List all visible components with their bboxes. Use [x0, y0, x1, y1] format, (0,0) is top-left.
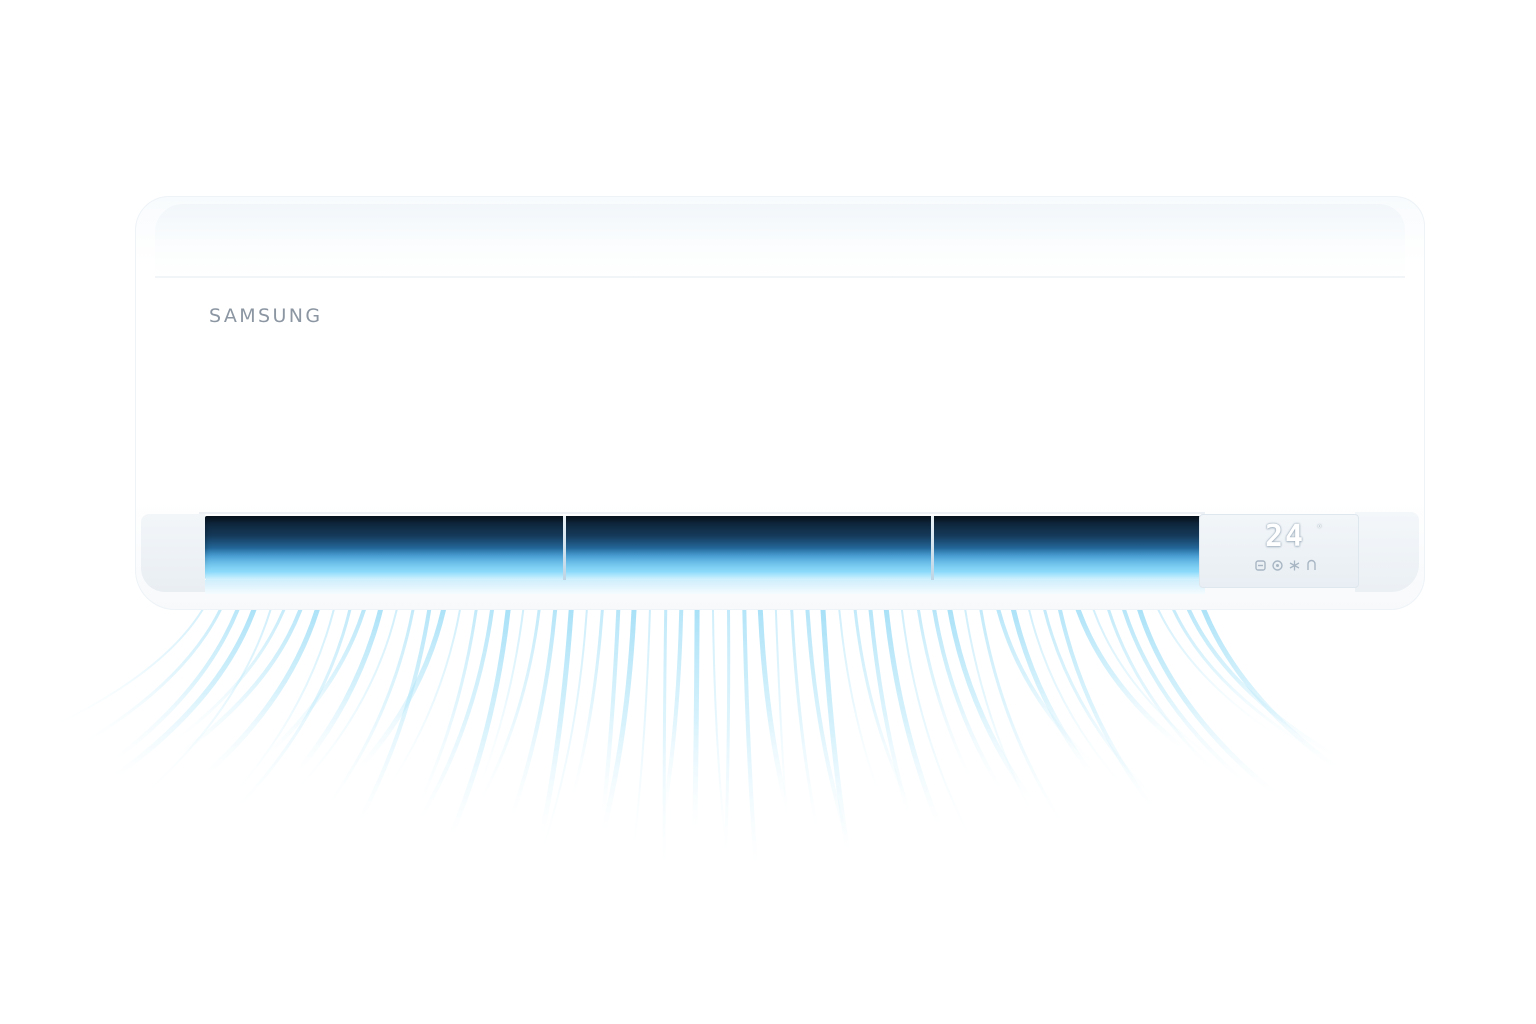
- temperature-readout: 24: [1265, 519, 1306, 554]
- top-grille: [155, 204, 1405, 278]
- mode-icon-row: [1254, 559, 1318, 572]
- airflow-stream: [266, 583, 373, 756]
- airflow-stream: [539, 582, 576, 836]
- airflow-stream: [851, 583, 910, 804]
- vane-divider: [563, 516, 566, 582]
- airflow-stream: [662, 583, 684, 813]
- airflow-stream: [113, 582, 265, 779]
- airflow-stream: [327, 583, 419, 806]
- airflow-stream: [692, 582, 700, 831]
- airflow-stream: [357, 583, 435, 823]
- airflow-stream: [1005, 582, 1094, 776]
- vane-divider: [931, 516, 934, 582]
- airflow-stream: [724, 583, 731, 855]
- airflow-stream: [480, 584, 528, 784]
- airflow-stream: [1192, 582, 1338, 770]
- airflow-stream: [913, 583, 971, 778]
- airflow-stream: [943, 582, 1033, 802]
- airflow-stream: [1100, 583, 1215, 772]
- airflow-stream: [418, 583, 481, 804]
- left-end-cap: [141, 514, 205, 592]
- airflow-stream: [357, 582, 451, 771]
- temperature-display-panel: 24 °: [1199, 514, 1359, 588]
- airflow-stream: [975, 583, 1063, 823]
- airflow-stream: [819, 582, 850, 853]
- airflow-stream: [1037, 583, 1154, 798]
- airflow-stream: [836, 584, 879, 792]
- airflow-stream: [297, 584, 403, 789]
- airflow-stream: [898, 584, 970, 837]
- airflow-stream: [1053, 583, 1155, 809]
- airflow-stream: [113, 583, 249, 761]
- vent-blue-glow: [205, 548, 1205, 582]
- airflow-stream: [145, 584, 279, 794]
- airflow-stream: [990, 583, 1093, 765]
- airflow-stream: [741, 583, 758, 866]
- airflow-stream: [236, 583, 357, 809]
- airflow-stream: [389, 584, 465, 786]
- cool-mode-icon: [1289, 560, 1300, 571]
- airflow-stream: [1177, 583, 1337, 758]
- top-seam: [155, 276, 1405, 278]
- right-end-cap: [1355, 512, 1419, 592]
- airflow-stream: [236, 584, 341, 791]
- airflow-stream: [774, 584, 788, 818]
- airflow-stream: [1130, 582, 1277, 795]
- airflow-stream: [174, 583, 311, 759]
- airflow-stream: [1085, 584, 1214, 760]
- airflow-stream: [296, 582, 389, 773]
- airflow-stream: [866, 583, 911, 815]
- air-outlet-vent: [205, 516, 1205, 582]
- airflow-stream: [960, 584, 1032, 811]
- airflow-stream: [711, 584, 727, 843]
- vent-lower-lip: [205, 580, 1205, 594]
- airflow-stream: [541, 584, 590, 851]
- airflow-stream: [1115, 583, 1246, 784]
- airflow-stream: [418, 583, 497, 821]
- airflow-stream: [804, 583, 850, 841]
- air-conditioner-unit: SAMSUNG 24 °: [135, 196, 1425, 610]
- airflow-stream: [571, 583, 606, 798]
- fan-speed-icon: [1255, 560, 1266, 571]
- airflow-stream: [928, 583, 1002, 790]
- temperature-unit: °: [1317, 524, 1322, 535]
- airflow-stream: [632, 584, 652, 848]
- airflow-stream: [601, 583, 622, 816]
- wind-free-icon: [1307, 559, 1316, 570]
- airflow-stream: [756, 582, 789, 808]
- front-panel-seam: [199, 512, 1205, 514]
- airflow-stream: [1022, 584, 1123, 786]
- airflow-stream-group: [54, 582, 1338, 866]
- brand-logo: SAMSUNG: [209, 305, 323, 327]
- airflow-stream: [662, 583, 668, 866]
- airflow-stream: [480, 583, 544, 801]
- airflow-stream: [601, 582, 638, 833]
- airflow-stream: [510, 583, 560, 818]
- airflow-stream: [448, 582, 514, 838]
- airflow-stream: [789, 583, 819, 829]
- auto-mode-icon: [1272, 560, 1283, 571]
- airflow-stream: [204, 582, 327, 776]
- airflow-stream: [881, 582, 942, 827]
